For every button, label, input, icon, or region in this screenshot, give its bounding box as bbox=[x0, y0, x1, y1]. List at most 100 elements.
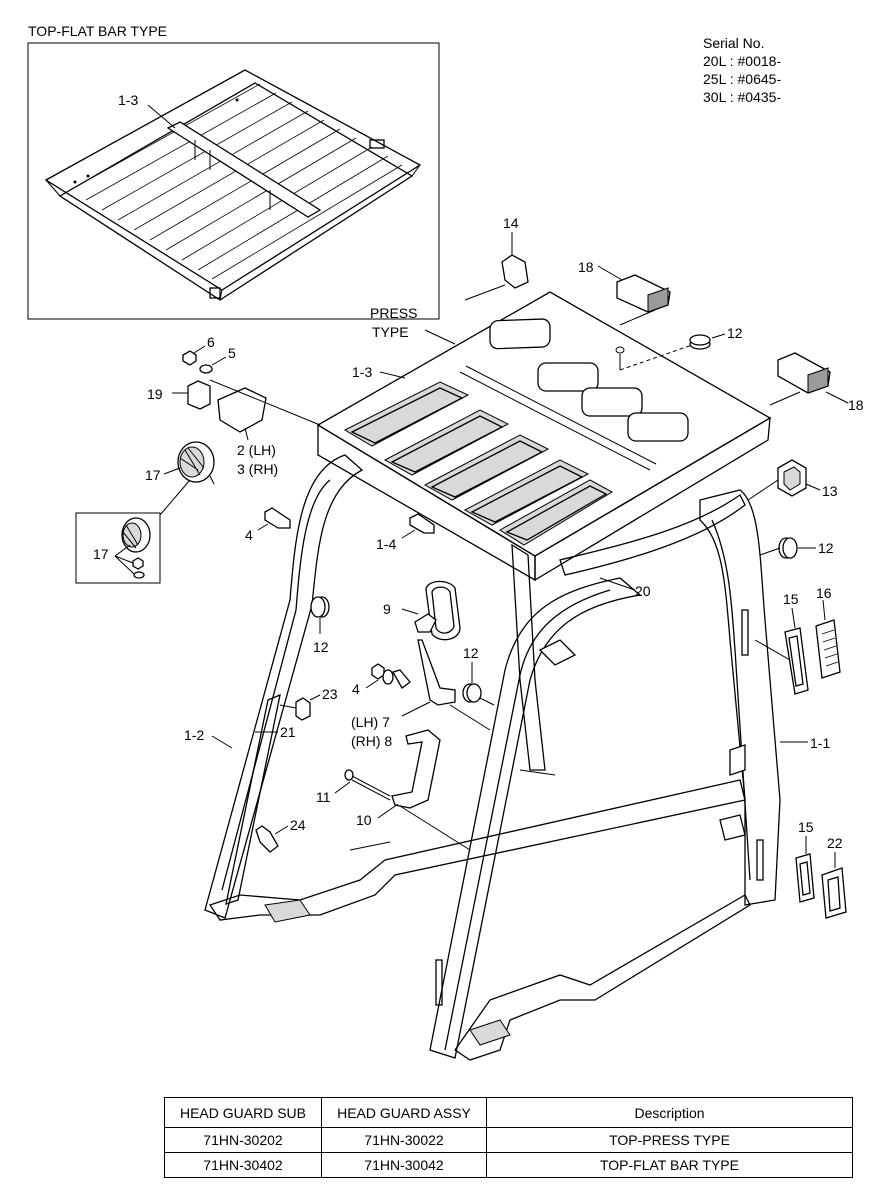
callout-10: 10 bbox=[356, 812, 372, 828]
part-12-grommet-left: 12 bbox=[310, 596, 330, 655]
pillar-1-1 bbox=[699, 489, 781, 906]
callout-3-rh: 3 (RH) bbox=[237, 461, 278, 477]
part-6-nut: 6 bbox=[182, 334, 215, 366]
part-12-grommet-right: 12 bbox=[759, 537, 834, 559]
callout-4-lower: 4 bbox=[352, 681, 360, 697]
header-head-guard-sub: HEAD GUARD SUB bbox=[164, 1097, 322, 1128]
callout-7-lh: (LH) 7 bbox=[351, 714, 390, 730]
part-17-work-lamp: 17 bbox=[145, 441, 215, 516]
part-2-3-lamp-bracket: 2 (LH) 3 (RH) bbox=[209, 379, 321, 477]
callout-21: 21 bbox=[280, 724, 296, 740]
callout-4-upper: 4 bbox=[245, 527, 253, 543]
callout-23: 23 bbox=[322, 686, 338, 702]
callout-18-lower: 18 bbox=[848, 397, 864, 413]
callout-1-3-main-group: 1-3 bbox=[352, 364, 406, 380]
callout-20-group: 20 bbox=[599, 577, 651, 599]
inset-frame bbox=[27, 42, 440, 320]
part-5-washer: 5 bbox=[199, 345, 236, 374]
part-11-bolt: 11 bbox=[316, 769, 391, 805]
callout-1-2: 1-2 bbox=[184, 727, 204, 743]
callout-15-lower: 15 bbox=[798, 819, 814, 835]
part-13-clip: 13 bbox=[747, 459, 838, 501]
header-description: Description bbox=[486, 1097, 853, 1128]
callout-8-rh: (RH) 8 bbox=[351, 733, 392, 749]
callout-12-left: 12 bbox=[313, 639, 329, 655]
part-21-strip: 21 bbox=[225, 693, 296, 905]
part-9-mirror: 9 bbox=[383, 580, 461, 691]
flat-bar-cross-rail bbox=[166, 121, 322, 218]
callout-2-lh: 2 (LH) bbox=[237, 442, 276, 458]
pillar-1-2 bbox=[204, 454, 364, 919]
cell-sub: 71HN-30402 bbox=[164, 1152, 322, 1178]
parts-table-header: HEAD GUARD SUB HEAD GUARD ASSY Descripti… bbox=[164, 1097, 853, 1128]
callout-1-2-group: 1-2 bbox=[184, 727, 233, 749]
roof-slot-windows bbox=[343, 381, 614, 546]
press-type-label-line1: PRESS bbox=[370, 305, 417, 321]
callout-14: 14 bbox=[503, 215, 519, 231]
table-row: 71HN-30202 71HN-30022 TOP-PRESS TYPE bbox=[164, 1127, 853, 1153]
part-1-4-bolt: 1-4 bbox=[376, 513, 435, 552]
base-rail-rear bbox=[208, 779, 746, 921]
flat-bar-top-frame bbox=[44, 69, 422, 291]
part-16-step: 16 bbox=[815, 585, 841, 679]
part-15-pad-upper: 15 bbox=[754, 591, 809, 695]
lamp-detail-frame bbox=[75, 512, 161, 584]
part-18-lamp-lower: 18 bbox=[769, 352, 864, 413]
roof-press-panel: PRESS TYPE bbox=[316, 291, 772, 582]
callout-16: 16 bbox=[816, 585, 832, 601]
callout-5: 5 bbox=[228, 345, 236, 361]
table-row: 71HN-30402 71HN-30042 TOP-FLAT BAR TYPE bbox=[164, 1152, 853, 1178]
callout-1-1-group: 1-1 bbox=[780, 735, 830, 751]
callout-1-4: 1-4 bbox=[376, 536, 396, 552]
callout-11: 11 bbox=[316, 789, 331, 805]
part-7-8-mirror-stay: (LH) 7 (RH) 8 bbox=[351, 639, 491, 749]
callout-12-middle: 12 bbox=[463, 645, 479, 661]
cell-assy: 71HN-30042 bbox=[321, 1152, 487, 1178]
inset-top-flat-bar: 1-3 bbox=[27, 42, 440, 320]
part-12-grommet-roof: 12 bbox=[689, 325, 743, 350]
part-23-bolt: 23 bbox=[279, 686, 338, 721]
header-head-guard-assy: HEAD GUARD ASSY bbox=[321, 1097, 487, 1128]
cell-description: TOP-PRESS TYPE bbox=[486, 1127, 853, 1153]
serial-number-block: Serial No. 20L : #0018- 25L : #0645- 30L… bbox=[703, 34, 781, 106]
callout-18-upper: 18 bbox=[578, 259, 594, 275]
inset-title: TOP-FLAT BAR TYPE bbox=[28, 23, 168, 39]
part-4-bolt-upper: 4 bbox=[245, 507, 291, 543]
callout-inset-1-3: 1-3 bbox=[118, 92, 138, 108]
callout-9: 9 bbox=[383, 601, 391, 617]
callout-24: 24 bbox=[290, 817, 306, 833]
serial-heading: Serial No. bbox=[703, 35, 765, 51]
part-4-bolt-lower: 4 bbox=[352, 663, 411, 697]
serial-line-25l: 25L : #0645- bbox=[703, 71, 782, 87]
callout-1-3-main: 1-3 bbox=[352, 364, 372, 380]
callout-22: 22 bbox=[827, 835, 843, 851]
callout-12-roof: 12 bbox=[727, 325, 743, 341]
callout-19: 19 bbox=[147, 386, 163, 402]
callout-15-upper: 15 bbox=[783, 591, 799, 607]
part-14-bracket: 14 bbox=[464, 215, 529, 301]
cell-description: TOP-FLAT BAR TYPE bbox=[486, 1152, 853, 1178]
callout-20: 20 bbox=[635, 583, 651, 599]
part-10-grab-handle: 10 bbox=[356, 729, 471, 851]
part-19-pad: 19 bbox=[147, 380, 211, 410]
head-guard-frame bbox=[204, 454, 781, 1061]
part-18-lamp-upper: 18 bbox=[578, 259, 671, 326]
press-type-label-line2: TYPE bbox=[372, 324, 409, 340]
part-22-step-lower: 22 bbox=[821, 835, 847, 919]
pillar-front-left bbox=[429, 577, 642, 1059]
callout-6: 6 bbox=[207, 334, 215, 350]
part-24-bolt: 24 bbox=[255, 817, 306, 853]
cell-sub: 71HN-30202 bbox=[164, 1127, 322, 1153]
callout-17-inset: 17 bbox=[93, 546, 109, 562]
callout-13: 13 bbox=[822, 483, 838, 499]
part-15-pad-lower: 15 bbox=[795, 819, 815, 903]
parts-table: HEAD GUARD SUB HEAD GUARD ASSY Descripti… bbox=[164, 1097, 853, 1178]
callout-12-right: 12 bbox=[818, 540, 834, 556]
serial-line-30l: 30L : #0435- bbox=[703, 89, 782, 105]
part-12-grommet-middle: 12 bbox=[462, 645, 495, 706]
callout-1-1: 1-1 bbox=[810, 735, 830, 751]
roof-press-windows bbox=[459, 318, 689, 471]
callout-17-upper: 17 bbox=[145, 467, 161, 483]
serial-line-20l: 20L : #0018- bbox=[703, 53, 782, 69]
